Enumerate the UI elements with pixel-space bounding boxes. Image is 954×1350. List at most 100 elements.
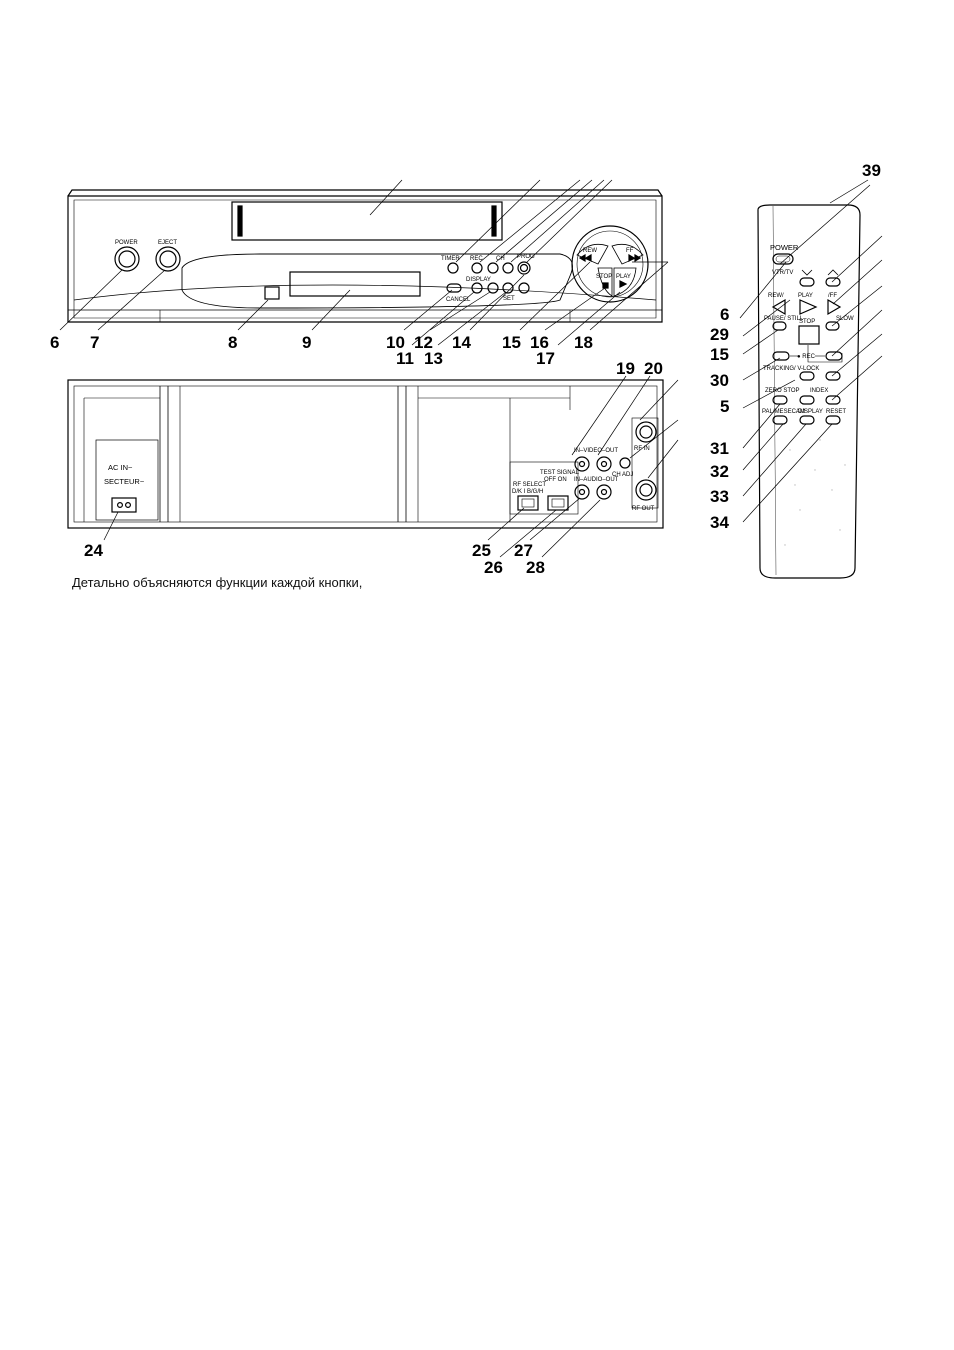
- rec-button-icon[interactable]: [471, 262, 483, 274]
- front-prog-label: PROG: [517, 254, 535, 260]
- callout-number: 6: [50, 333, 59, 352]
- remote-sensor: [264, 286, 280, 300]
- remote-zero-stop-icon[interactable]: [772, 395, 788, 405]
- rf-in-jack-icon[interactable]: [635, 421, 657, 443]
- callout-number: 16: [530, 333, 549, 352]
- callout-number: 10: [386, 333, 405, 352]
- caption-text: Детально объясняются функции каждой кноп…: [72, 575, 363, 590]
- remote-slow-label: SLOW: [836, 316, 854, 322]
- remote-ff-label: /FF: [828, 293, 837, 299]
- test-signal-switch-icon[interactable]: [547, 495, 569, 511]
- front-ff-label: FF: [626, 248, 634, 254]
- rear-test-signal-label: TEST SIGNAL: [540, 470, 580, 476]
- front-stop-label: STOP: [596, 274, 612, 280]
- remote-tracking-minus-icon[interactable]: [799, 371, 815, 381]
- remote-index-label: INDEX: [810, 388, 828, 394]
- remote-slow-icon[interactable]: [825, 321, 840, 331]
- cassette-slot: [231, 201, 503, 241]
- callout-number: 30: [710, 371, 729, 390]
- callout-number: 15: [710, 345, 729, 364]
- eject-knob-icon[interactable]: [155, 246, 181, 272]
- callout-number: 8: [228, 333, 237, 352]
- rear-rf-out-label: RF OUT: [632, 506, 655, 512]
- remote-zero-stop-label: ZERO STOP: [765, 388, 800, 394]
- callout-number: 39: [862, 161, 881, 180]
- remote-stop-icon[interactable]: [798, 325, 820, 345]
- callout-number: 28: [526, 558, 545, 577]
- remote-rew-icon[interactable]: [771, 298, 786, 316]
- callout-number: 26: [484, 558, 503, 577]
- front-cancel-label: CANCEL: [446, 297, 471, 303]
- remote-ch-down-icon[interactable]: [799, 277, 815, 287]
- remote-index-prev-icon[interactable]: [799, 395, 815, 405]
- ch-up-button-icon[interactable]: [502, 262, 514, 274]
- audio-out-jack-icon[interactable]: [596, 484, 612, 500]
- remote-rew-label: REW/: [768, 293, 784, 299]
- ac-inlet-icon[interactable]: [111, 497, 137, 513]
- remote-reset-icon[interactable]: [825, 415, 841, 425]
- cancel-button-icon[interactable]: [446, 283, 462, 293]
- rear-video-label: IN–VIDEO–OUT: [574, 448, 618, 454]
- front-display-label: DISPLAY: [466, 277, 491, 283]
- video-in-jack-icon[interactable]: [574, 456, 590, 472]
- reset-button-icon[interactable]: [518, 282, 530, 294]
- callout-number: 13: [424, 349, 443, 368]
- callout-number: 17: [536, 349, 555, 368]
- front-set-label: SET: [503, 296, 515, 302]
- callout-number: 6: [720, 305, 729, 324]
- front-display: [289, 271, 421, 297]
- callout-number: 29: [710, 325, 729, 344]
- remote-pause-icon[interactable]: [772, 321, 787, 331]
- ch-down-button-icon[interactable]: [487, 262, 499, 274]
- front-rec-label: REC: [470, 256, 483, 262]
- callout-number: 7: [90, 333, 99, 352]
- remote-index-next-icon[interactable]: [825, 395, 841, 405]
- remote-rec-left-icon[interactable]: [772, 351, 790, 361]
- remote-play-icon[interactable]: [799, 299, 818, 315]
- remote-vtr-tv-label: VTR/TV: [772, 270, 793, 276]
- front-timer-label: TIMER: [441, 256, 460, 262]
- remote-ff-icon[interactable]: [827, 298, 842, 316]
- remote-pause-label: PAUSE/ STILL: [764, 316, 804, 322]
- remote-power-button-icon[interactable]: [772, 253, 794, 265]
- front-rew-label: REW: [583, 248, 597, 254]
- power-knob-icon[interactable]: [114, 246, 140, 272]
- callout-number: 18: [574, 333, 593, 352]
- video-out-jack-icon[interactable]: [596, 456, 612, 472]
- callout-number: 20: [644, 359, 663, 378]
- callout-number: 32: [710, 462, 729, 481]
- remote-control: [739, 179, 883, 579]
- front-panel: [59, 179, 669, 346]
- callout-number: 14: [452, 333, 471, 352]
- callout-number: 9: [302, 333, 311, 352]
- remote-pal-mesecam-label: PAL/MESECAM: [762, 409, 805, 415]
- rear-rf-select-opts: D/K I B/G/H: [512, 489, 543, 495]
- transport-dial[interactable]: [571, 225, 649, 303]
- prog-button-icon[interactable]: [517, 261, 531, 275]
- rf-select-switch-icon[interactable]: [517, 495, 539, 511]
- rear-audio-label: IN–AUDIO–OUT: [574, 477, 619, 483]
- mode-button-icon[interactable]: [487, 282, 499, 294]
- callout-number: 25: [472, 541, 491, 560]
- timer-button-icon[interactable]: [447, 262, 459, 274]
- remote-tracking-plus-icon[interactable]: [825, 371, 841, 381]
- ch-adj-knob-icon[interactable]: [619, 457, 631, 469]
- remote-pal-mesecam-icon[interactable]: [772, 415, 788, 425]
- rear-test-signal-opts: OFF ON: [544, 477, 567, 483]
- display-button-icon[interactable]: [471, 282, 483, 294]
- rf-out-jack-icon[interactable]: [635, 479, 657, 501]
- front-power-label: POWER: [115, 240, 138, 246]
- rear-rf-in-label: RF IN: [634, 446, 650, 452]
- set-button-icon[interactable]: [502, 282, 514, 294]
- front-ch-label: CH: [496, 256, 505, 262]
- callout-number: 34: [710, 513, 729, 532]
- remote-display-label: DISPLAY: [798, 409, 823, 415]
- callout-number: 11: [396, 349, 414, 368]
- front-eject-label: EJECT: [158, 240, 177, 246]
- remote-ch-up-icon[interactable]: [825, 277, 841, 287]
- remote-display-icon[interactable]: [799, 415, 815, 425]
- remote-rec-right-icon[interactable]: [825, 351, 843, 361]
- callout-number: 12: [414, 333, 433, 352]
- audio-in-jack-icon[interactable]: [574, 484, 590, 500]
